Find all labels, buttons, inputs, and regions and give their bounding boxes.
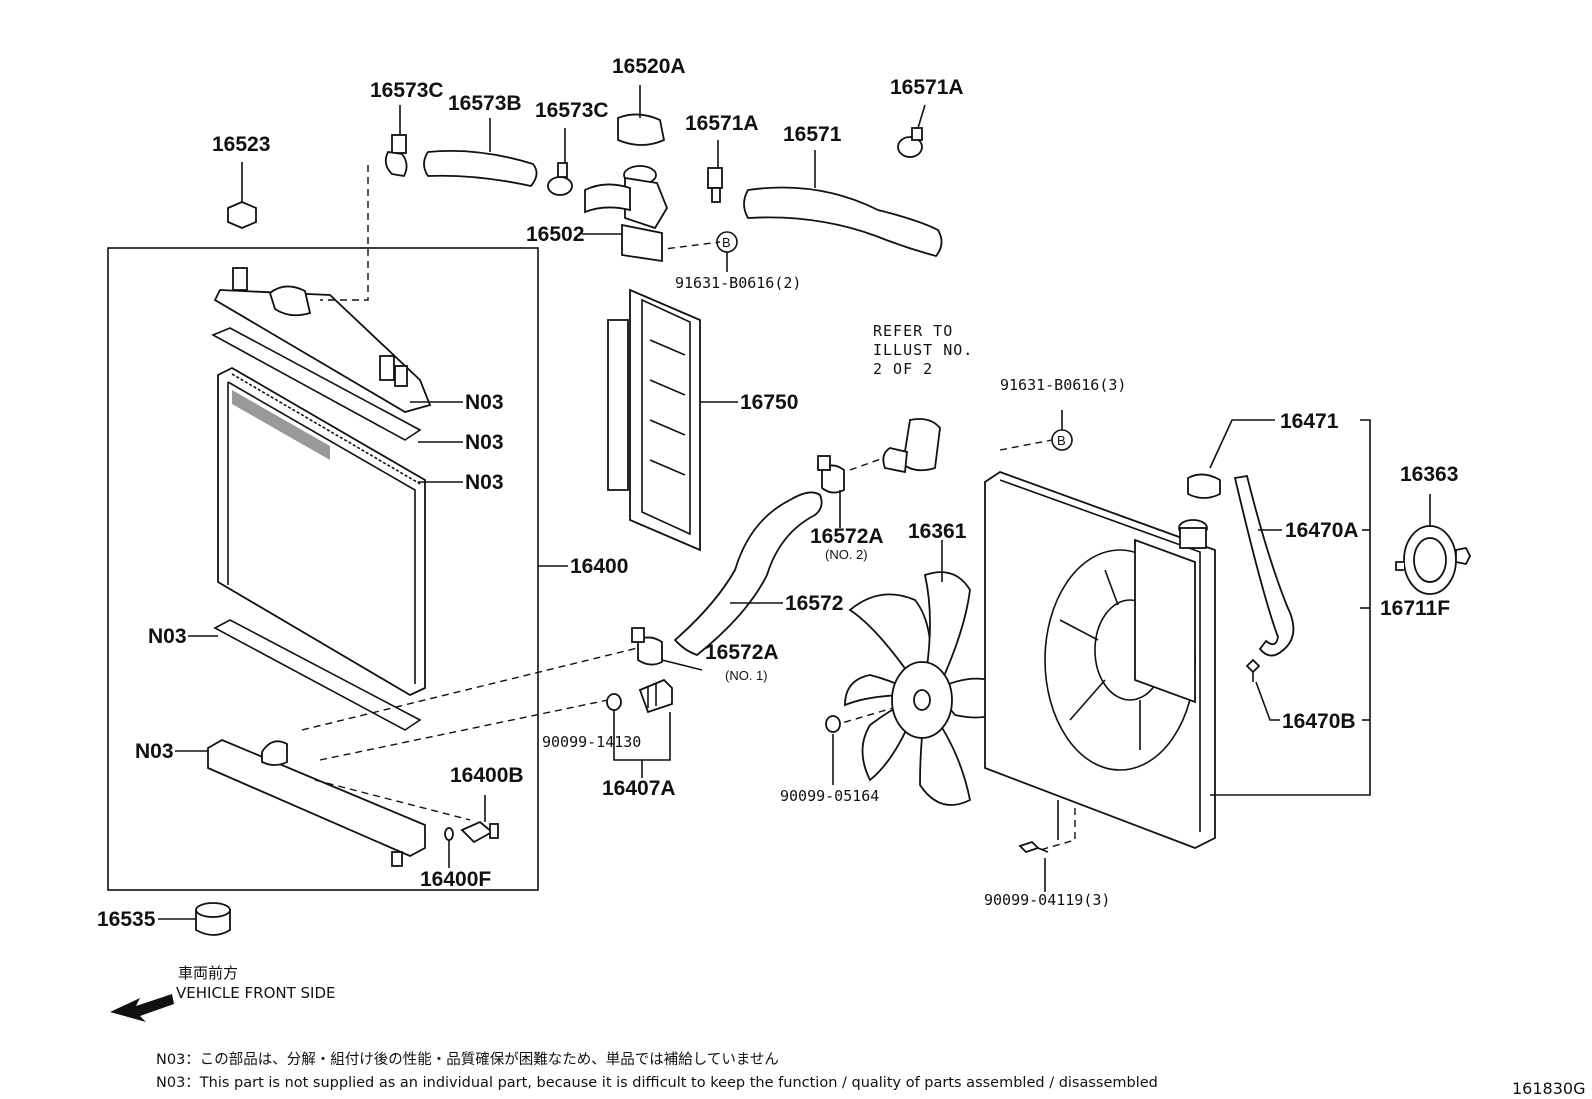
radiator-assembly-box [107,247,539,891]
circle-b-label-1: B [722,235,731,250]
label-90099-05164: 90099-05164 [780,787,879,805]
label-16400: 16400 [570,555,628,578]
label-16571: 16571 [783,123,842,146]
label-16711f: 16711F [1380,597,1450,620]
label-16361: 16361 [908,520,967,543]
label-90099-04119: 90099-04119(3) [984,891,1110,909]
cap-16471 [1187,473,1221,499]
bolt-90099-04119 [1018,840,1049,854]
fan-motor-16363 [1395,525,1472,595]
label-90099-14130: 90099-14130 [542,733,641,751]
drain-cock-16400b [460,820,499,844]
label-n03-2: N03 [465,431,504,454]
vehicle-front-arrow-icon [110,994,174,1022]
label-16470a: 16470A [1285,519,1359,542]
refer-line-2: ILLUST NO. [873,341,973,359]
label-16572a-no1-sub: (NO. 1) [725,668,768,683]
label-16572: 16572 [785,592,843,615]
label-16535: 16535 [97,908,156,931]
clamp-16571a-right [897,127,923,158]
clamp-16470b [1245,658,1261,682]
clamp-16572a-no2 [817,455,845,494]
label-16363: 16363 [1400,463,1458,486]
fan-shroud-16711f [984,470,1216,849]
label-16571a-b: 16571A [890,76,964,99]
illustration-code: 161830G [1512,1079,1586,1098]
fan-16361 [844,571,1017,806]
label-16502: 16502 [526,223,584,246]
refer-line-1: REFER TO [873,322,953,340]
circle-b-label-2: B [1057,433,1066,448]
clamp-16573c-right [547,162,573,196]
hose-16573b [423,150,538,187]
label-ref-b2: 91631-B0616(3) [1000,376,1126,394]
water-outlet [882,418,941,474]
clamp-16572a-no1 [631,627,663,666]
label-16573b: 16573B [448,92,522,115]
hose-16470a [1233,474,1295,657]
label-16572a-no1: 16572A [705,641,779,664]
label-16400b: 16400B [450,764,524,787]
label-16407a: 16407A [602,777,676,800]
upper-tank [213,267,432,413]
fan-shroud-16750 [607,288,701,552]
label-16750: 16750 [740,391,798,414]
radiator-cap-16520a [617,113,666,146]
label-16400f: 16400F [420,868,491,891]
clamp-16573c-left [384,134,408,177]
label-16573c-b: 16573C [535,99,609,122]
label-16571a-a: 16571A [685,112,759,135]
refer-line-3: 2 OF 2 [873,360,933,378]
filler-neck-16502 [584,165,669,263]
clamp-16571a-left [707,167,723,203]
radiator-core [217,366,426,697]
label-16470b: 16470B [1282,710,1356,733]
label-16471: 16471 [1280,410,1339,433]
label-n03-1: N03 [465,391,504,414]
label-16523: 16523 [212,133,270,156]
note-en: N03：This part is not supplied as an indi… [156,1075,1158,1091]
lower-tank [207,738,426,867]
cushion-16535 [195,902,231,936]
label-16520a: 16520A [612,55,686,78]
hose-16572 [673,491,823,657]
gasket-90099-14130 [606,693,622,711]
vehicle-front-jp: 車両前方 [178,964,239,982]
lower-gasket [213,619,422,731]
label-n03-3: N03 [465,471,504,494]
note-jp: N03：この部品は、分解・組付け後の性能・品質確保が困難なため、単品では補給して… [156,1052,779,1068]
sensor-16407a [638,678,673,714]
label-16572a-no2: 16572A [810,525,884,548]
label-16573c-a: 16573C [370,79,444,102]
nut-90099-05164 [825,715,841,733]
label-ref-b1: 91631-B0616(2) [675,274,801,292]
vehicle-front-en: VEHICLE FRONT SIDE [176,984,336,1002]
upper-gasket [211,327,422,441]
o-ring-16400f [444,827,454,841]
label-n03-5: N03 [135,740,174,763]
drain-plug-16523 [227,201,257,229]
label-n03-4: N03 [148,625,187,648]
hose-16571 [743,186,943,258]
label-16572a-no2-sub: (NO. 2) [825,547,868,562]
